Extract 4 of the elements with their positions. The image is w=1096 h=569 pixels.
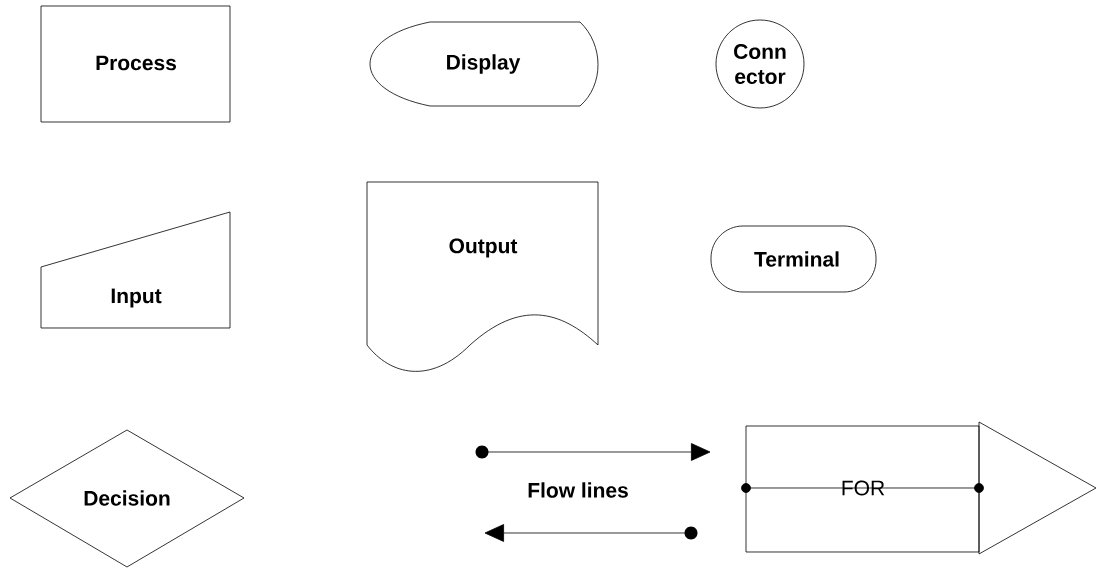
output-document: Output bbox=[366, 181, 599, 372]
process-box: Process bbox=[40, 5, 231, 123]
symbol-label: Flow lines bbox=[528, 482, 628, 498]
node-label: FOR bbox=[842, 480, 885, 496]
